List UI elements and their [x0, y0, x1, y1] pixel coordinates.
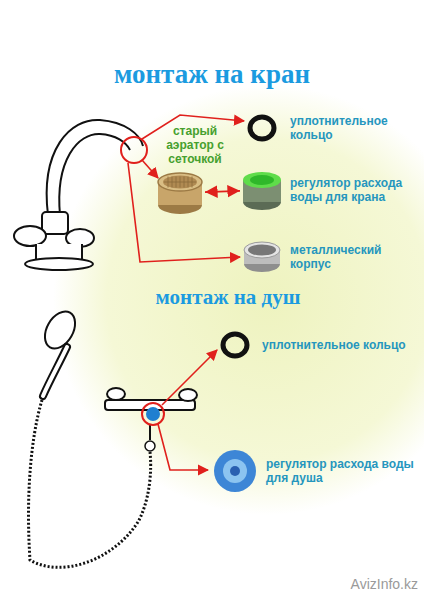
aerator-icon: [155, 170, 205, 216]
double-arrow: [205, 191, 240, 192]
faucet-handle: [14, 226, 46, 246]
leader-lines: [128, 115, 244, 262]
callout-circle: [121, 137, 147, 163]
tap-flow-regulator: регулятор расхода воды для крана: [240, 168, 284, 212]
part-label: уплотнительное кольцо: [262, 338, 416, 352]
leader-line: [128, 163, 240, 262]
faucet-base: [25, 258, 93, 270]
icon-part: [230, 466, 240, 476]
icon-part: [164, 182, 196, 183]
hose-nut: [145, 441, 155, 451]
part-label: регулятор расхода воды для душа: [266, 457, 416, 485]
callout-circle: [142, 403, 164, 425]
mixer-handle: [107, 388, 125, 400]
mixer-handle: [179, 389, 197, 401]
icon-part: [250, 117, 274, 139]
part-label: старый аэратор с сеточкой: [148, 124, 242, 166]
leader-lines: [158, 350, 217, 470]
sealing-ring: уплотнительное кольцо: [247, 113, 277, 143]
icon-part: [250, 175, 274, 185]
mixer-outlet: [149, 424, 151, 440]
shower-handle: [43, 347, 67, 396]
leader-line: [162, 350, 217, 405]
leader-line: [142, 160, 158, 178]
shower-flow-regulator: регулятор расхода воды для душа: [212, 448, 258, 494]
icon-part: [163, 176, 197, 189]
faucet-body: [42, 212, 68, 234]
ring-icon: [247, 113, 277, 143]
shower-hose: [29, 400, 151, 567]
icon-part: [158, 173, 202, 191]
metal-icon: [243, 240, 281, 274]
old-aerator: старый аэратор с сеточкой: [155, 170, 205, 216]
blue-icon: [212, 448, 258, 494]
shower-handle: [43, 347, 67, 396]
icon-part: [223, 459, 247, 483]
background-circle: [53, 85, 424, 515]
ring-icon: [220, 330, 250, 360]
green-icon: [240, 168, 284, 212]
part-label: металлический корпус: [290, 243, 416, 271]
leader-line: [158, 424, 208, 470]
metal-housing: металлический корпус: [243, 240, 281, 274]
spout-inner: [59, 134, 130, 215]
icon-part: [214, 450, 256, 492]
icon-part: [223, 334, 247, 356]
shower-head: [39, 306, 82, 354]
shower-drawing: [29, 306, 198, 567]
part-label: регулятор расхода воды для крана: [290, 176, 416, 204]
section-heading: монтаж на душ: [108, 286, 348, 309]
watermark: AvizInfo.kz: [300, 576, 418, 592]
sealing-ring: уплотнительное кольцо: [220, 330, 250, 360]
page-title: монтаж на кран: [60, 60, 364, 90]
icon-part: [248, 245, 276, 256]
icon-part: [243, 172, 281, 188]
part-label: уплотнительное кольцо: [290, 114, 416, 142]
icon-part: [244, 242, 280, 258]
shower-regulator-spot: [146, 407, 160, 421]
